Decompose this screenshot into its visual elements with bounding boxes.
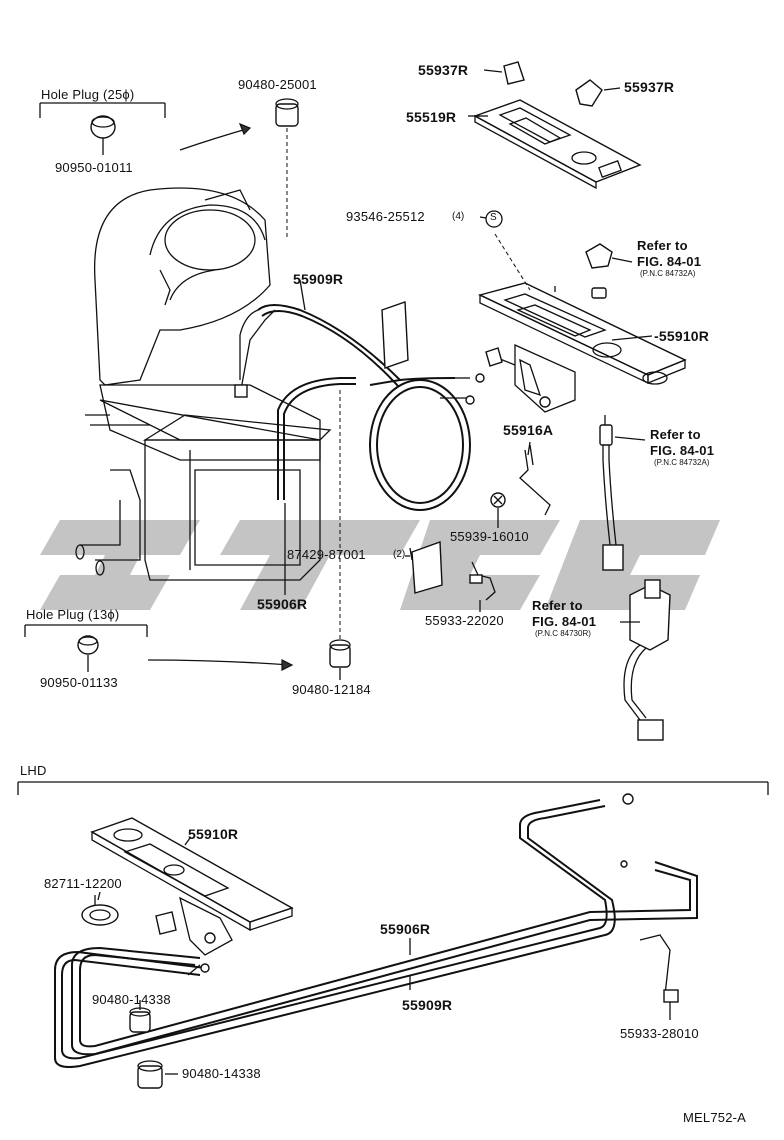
cable-lhd-55909R <box>71 860 698 1056</box>
label-90950-01133: 90950-01133 <box>40 675 118 690</box>
label-fig-84-01-2: FIG. 84-01 <box>650 443 715 458</box>
label-55939-16010: 55939-16010 <box>450 529 529 544</box>
screw-symbol-icon <box>485 210 503 228</box>
label-90480-14338-b: 90480-14338 <box>182 1066 261 1081</box>
grommet-25001-icon <box>275 98 299 240</box>
label-hole-plug-25: Hole Plug (25ϕ) <box>41 87 135 102</box>
label-90480-14338-a: 90480-14338 <box>92 992 171 1007</box>
label-diagram-code: MEL752-A <box>683 1110 747 1125</box>
lhd-section-frame <box>17 781 769 795</box>
label-90950-01011: 90950-01011 <box>55 160 133 175</box>
pad-87429-lower-icon <box>411 541 443 594</box>
cable-55909R-top <box>239 304 401 387</box>
hole-plug-13-group <box>24 624 294 672</box>
label-pnc-84732a-2: (P.N.C 84732A) <box>654 458 710 467</box>
label-55519R: 55519R <box>406 109 457 125</box>
grommet-14338-a-icon <box>129 1007 151 1033</box>
label-93546-qty: (4) <box>452 211 465 222</box>
grommet-14338-b-icon <box>137 1060 163 1089</box>
label-55933-28010: 55933-28010 <box>620 1026 699 1041</box>
label-87429-87001: 87429-87001 <box>287 547 366 562</box>
bracket-55933-28010-icon <box>639 934 679 1020</box>
label-55937R-right: 55937R <box>624 79 675 95</box>
switch-84730R-icon <box>620 579 671 741</box>
clip-55939-icon <box>490 492 506 508</box>
label-55937R-left: 55937R <box>418 62 469 78</box>
label-55906R-top: 55906R <box>257 596 308 612</box>
control-base-55910R-top-icon <box>477 282 687 413</box>
label-87429-qty: (2) <box>393 549 406 560</box>
cable-lhd-55906R <box>54 793 634 1068</box>
label-55933-22020: 55933-22020 <box>425 613 504 628</box>
label-55909R-lhd: 55909R <box>402 997 453 1013</box>
cable-55906R-top <box>277 373 485 511</box>
knob-55937R-right-icon <box>575 79 603 107</box>
blower-lever-icon <box>234 309 276 398</box>
label-55909R-top: 55909R <box>293 271 344 287</box>
label-fig-84-01-1: FIG. 84-01 <box>637 254 702 269</box>
label-pnc-84732a-1: (P.N.C 84732A) <box>640 269 696 278</box>
leader-lines <box>97 69 653 1075</box>
label-90480-25001: 90480-25001 <box>238 77 317 92</box>
label-55916A: 55916A <box>503 422 554 438</box>
label-fig-84-01-3: FIG. 84-01 <box>532 614 597 629</box>
label-55910R-lhd: 55910R <box>188 826 239 842</box>
knob-55937R-left-icon <box>503 61 525 85</box>
bracket-55933-22020-icon <box>469 561 496 601</box>
label-refer-to-3: Refer to <box>532 598 583 613</box>
lever-55916A-icon <box>519 444 551 516</box>
label-82711-12200: 82711-12200 <box>44 876 122 891</box>
socket-84732A-top-icon <box>585 243 633 269</box>
label-lhd: LHD <box>20 763 47 778</box>
control-base-55910R-lhd-icon <box>90 817 294 956</box>
label-hole-plug-13: Hole Plug (13ϕ) <box>26 607 120 622</box>
label-screw-symbol: S <box>490 212 497 223</box>
clip-small-icon <box>591 287 607 299</box>
blower-unit-icon <box>75 187 332 581</box>
grommet-12184-icon <box>329 639 351 668</box>
clamp-82711-icon <box>81 895 119 926</box>
label-refer-to-1: Refer to <box>637 238 688 253</box>
pad-87429-upper-icon <box>381 301 409 369</box>
label-90480-12184: 90480-12184 <box>292 682 371 697</box>
hole-plug-25-group <box>39 102 252 155</box>
label-93546-25512: 93546-25512 <box>346 209 425 224</box>
label-refer-to-2: Refer to <box>650 427 701 442</box>
label-55910R-top: -55910R <box>654 328 710 344</box>
label-55906R-lhd: 55906R <box>380 921 431 937</box>
panel-55519R-icon <box>473 99 642 190</box>
harness-84732A-icon <box>599 415 646 571</box>
label-pnc-84730r: (P.N.C 84730R) <box>535 629 591 638</box>
